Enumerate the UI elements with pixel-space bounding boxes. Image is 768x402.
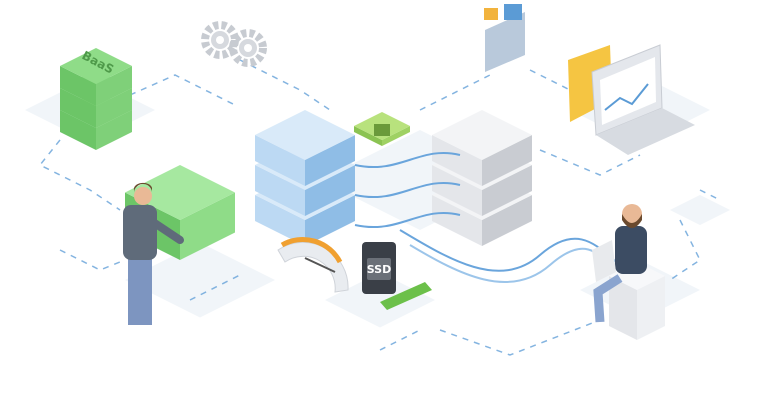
person-left-torso xyxy=(123,205,157,260)
connection-dashed-lines xyxy=(38,59,721,356)
baas-database-layer-left-face xyxy=(60,110,96,150)
dashed-connection xyxy=(669,219,701,281)
dashed-connection xyxy=(419,74,491,111)
person-right-head xyxy=(622,204,642,224)
network-cable xyxy=(354,181,461,199)
platform xyxy=(125,242,275,318)
gear-hole xyxy=(216,36,224,44)
cpu-core xyxy=(374,124,390,136)
cpu-chip-left-face xyxy=(354,126,382,146)
blue-server-unit-right-face xyxy=(305,135,355,186)
ssd-label-plate xyxy=(367,258,391,280)
person-right-beard xyxy=(622,214,642,228)
dashed-connection xyxy=(189,274,241,301)
gauge-scale xyxy=(280,237,343,264)
gray-server-unit-right-face xyxy=(482,195,532,246)
speed-gauge xyxy=(277,241,349,293)
laptop-keyboard xyxy=(596,108,695,155)
blue-server-unit-top-face xyxy=(255,110,355,160)
seat-cube-left-face xyxy=(609,276,637,340)
baas-database-layer-right-face xyxy=(96,110,132,150)
person-right-torso xyxy=(615,226,647,274)
network-cable xyxy=(354,151,461,169)
person-left-arm xyxy=(146,216,184,244)
platform xyxy=(670,195,730,225)
envelope-icon xyxy=(485,12,525,72)
person-left-legs xyxy=(128,250,152,325)
gray-server-unit-left-face xyxy=(432,165,482,216)
baas-database-layer-right-face xyxy=(96,66,132,106)
dashed-connection xyxy=(439,319,601,356)
baas-database-layer-right-face xyxy=(96,88,132,128)
dashed-connection xyxy=(379,329,421,351)
dashed-connection xyxy=(699,189,721,201)
ssd-label: SSD xyxy=(367,263,391,276)
seat-cube-right-face xyxy=(637,276,665,340)
chart-line xyxy=(604,83,649,111)
gray-server-unit-top-face xyxy=(432,110,532,160)
person-right-legs xyxy=(593,274,623,323)
green-server-box-right-face xyxy=(180,192,235,260)
gear-hole xyxy=(244,44,252,52)
person-right-laptop xyxy=(592,240,616,282)
blue-server-unit-left-face xyxy=(255,165,305,216)
platform xyxy=(325,272,435,328)
ram-module-icon xyxy=(380,282,432,310)
photo-card xyxy=(504,4,522,20)
blue-server-unit-right-face xyxy=(305,195,355,246)
gray-server-unit-right-face xyxy=(482,165,532,216)
dashed-connection xyxy=(539,149,641,176)
laptop-display xyxy=(600,57,656,125)
network-cable xyxy=(399,229,621,272)
baas-database-layer-left-face xyxy=(60,66,96,106)
gray-server-unit-left-face xyxy=(432,135,482,186)
dashed-connection xyxy=(239,59,331,111)
gray-server-unit-left-face xyxy=(432,195,482,246)
person-left-head xyxy=(134,187,152,205)
gear-icon xyxy=(201,21,239,59)
network-cable xyxy=(354,211,461,229)
cpu-chip-right-face xyxy=(382,126,410,146)
dashed-connection xyxy=(38,139,121,211)
objects xyxy=(60,4,695,340)
gear-icon xyxy=(229,29,267,67)
blue-server-unit-left-face xyxy=(255,195,305,246)
gray-server-unit-right-face xyxy=(482,135,532,186)
baas-database-layer-top-face xyxy=(60,48,132,84)
blue-server-unit-right-face xyxy=(305,165,355,216)
blue-server-unit-left-face xyxy=(255,135,305,186)
dashed-connection xyxy=(129,74,236,106)
gauge-needle xyxy=(304,257,336,273)
baas-database-layer-left-face xyxy=(60,88,96,128)
photo-card xyxy=(484,8,498,20)
dashed-connection xyxy=(59,249,126,271)
